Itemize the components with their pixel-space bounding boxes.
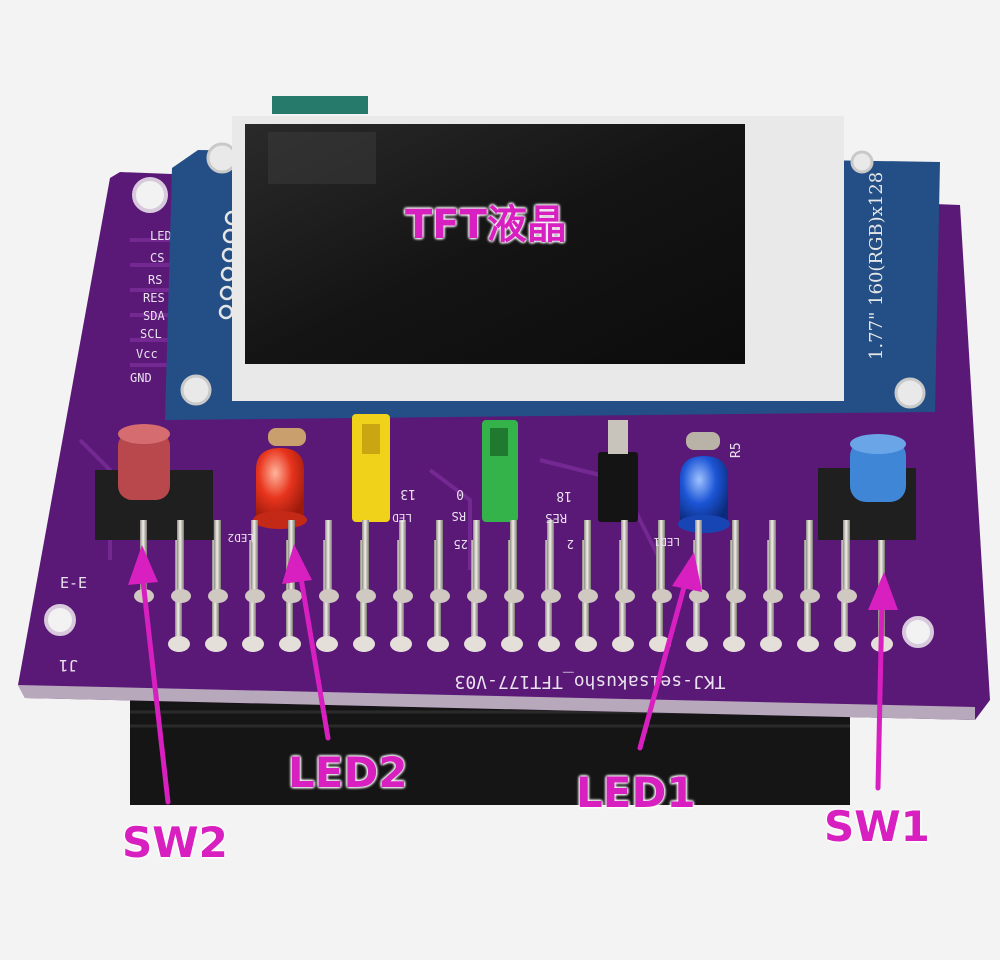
pin-label-rs: RS bbox=[148, 273, 162, 287]
header-pin bbox=[732, 520, 739, 590]
solder-pad bbox=[208, 589, 228, 603]
solder-pad bbox=[541, 589, 561, 603]
solder-pad bbox=[689, 589, 709, 603]
solder-pad bbox=[205, 636, 227, 652]
display-glare bbox=[268, 132, 376, 184]
solder-pad bbox=[464, 636, 486, 652]
header-pin bbox=[547, 520, 554, 590]
solder-pad bbox=[686, 636, 708, 652]
connector-silk: J1 bbox=[59, 656, 78, 675]
silk-led: LED bbox=[392, 511, 412, 524]
silk-13: 13 bbox=[400, 486, 416, 501]
sw2-callout: SW2 bbox=[122, 818, 228, 867]
header-pin bbox=[399, 520, 406, 590]
header-pin bbox=[584, 520, 591, 590]
silk-25: 25 bbox=[454, 537, 468, 551]
solder-pad bbox=[427, 636, 449, 652]
tft-lcd-callout: TFT液晶 bbox=[405, 202, 567, 248]
solder-pad bbox=[797, 636, 819, 652]
sw1-callout: SW1 bbox=[824, 802, 930, 851]
solder-pad bbox=[538, 636, 560, 652]
pin-label-led: LED bbox=[150, 229, 172, 243]
header-pin bbox=[510, 520, 517, 590]
solder-pad bbox=[245, 589, 265, 603]
header-pin bbox=[251, 520, 258, 590]
jumper-black bbox=[598, 420, 638, 522]
solder-pad bbox=[723, 636, 745, 652]
callout-arrows bbox=[128, 544, 898, 805]
solder-pad bbox=[393, 589, 413, 603]
solder-pad bbox=[800, 589, 820, 603]
connector-tab bbox=[272, 96, 368, 114]
led1 bbox=[678, 432, 730, 533]
solder-pad bbox=[612, 636, 634, 652]
solder-pad bbox=[353, 636, 375, 652]
pin-label-sda: SDA bbox=[143, 309, 165, 323]
header-pin bbox=[473, 520, 480, 590]
header-pin bbox=[436, 520, 443, 590]
silk-0: 0 bbox=[456, 486, 464, 501]
header-pin bbox=[325, 520, 332, 590]
led2-callout: LED2 bbox=[288, 748, 408, 797]
solder-pad bbox=[282, 589, 302, 603]
solder-pad bbox=[279, 636, 301, 652]
pin-label-scl: SCL bbox=[140, 327, 162, 341]
solder-pad bbox=[837, 589, 857, 603]
solder-pad bbox=[390, 636, 412, 652]
pin-label-gnd: GND bbox=[130, 371, 152, 385]
pin-label-cs: CS bbox=[150, 251, 164, 265]
silk-2: 2 bbox=[567, 537, 574, 551]
solder-pad bbox=[726, 589, 746, 603]
header-pin bbox=[695, 520, 702, 590]
jumper-green bbox=[482, 420, 518, 522]
solder-pad bbox=[356, 589, 376, 603]
solder-pad bbox=[168, 636, 190, 652]
solder-pad bbox=[578, 589, 598, 603]
solder-pad bbox=[615, 589, 635, 603]
solder-pad bbox=[763, 589, 783, 603]
header-pin bbox=[214, 520, 221, 590]
pin-label-res: RES bbox=[143, 291, 165, 305]
solder-pad bbox=[575, 636, 597, 652]
jumper-yellow bbox=[352, 414, 390, 522]
silk-r5: R5 bbox=[729, 442, 744, 458]
solder-pad bbox=[316, 636, 338, 652]
header-pin bbox=[843, 520, 850, 590]
header-pin bbox=[806, 520, 813, 590]
silk-18: 18 bbox=[556, 488, 572, 503]
solder-pad bbox=[242, 636, 264, 652]
pin-label-vcc: Vcc bbox=[136, 347, 158, 361]
header-pin bbox=[658, 520, 665, 590]
solder-pad bbox=[501, 636, 523, 652]
silk-e-e: E-E bbox=[60, 574, 87, 592]
header-pin bbox=[621, 520, 628, 590]
solder-pad bbox=[652, 589, 672, 603]
solder-pad bbox=[430, 589, 450, 603]
silk-res: RES bbox=[545, 511, 567, 525]
header-pin bbox=[769, 520, 776, 590]
header-pin bbox=[177, 520, 184, 590]
board-name-silk: TKJ-seisakusho_TFT177-V03 bbox=[455, 671, 726, 692]
pin-label-column: LED CS RS RES SDA SCL Vcc GND bbox=[130, 229, 172, 385]
solder-pad bbox=[834, 636, 856, 652]
sw2-button bbox=[95, 424, 213, 540]
silk-rs: RS bbox=[452, 509, 466, 523]
silk-led2: LED2 bbox=[228, 531, 255, 544]
solder-pad bbox=[760, 636, 782, 652]
tft-module-silk-label: 1.77" 160(RGB)x128 bbox=[866, 172, 887, 360]
mounting-holes bbox=[44, 177, 934, 648]
led1-callout: LED1 bbox=[576, 768, 696, 817]
solder-pad bbox=[319, 589, 339, 603]
sw1-button bbox=[818, 434, 916, 540]
main-pcb-edge bbox=[18, 685, 975, 720]
silk-led1: LED1 bbox=[654, 535, 681, 548]
solder-pad bbox=[504, 589, 524, 603]
header-pin bbox=[362, 520, 369, 590]
solder-pad bbox=[467, 589, 487, 603]
solder-pad bbox=[171, 589, 191, 603]
